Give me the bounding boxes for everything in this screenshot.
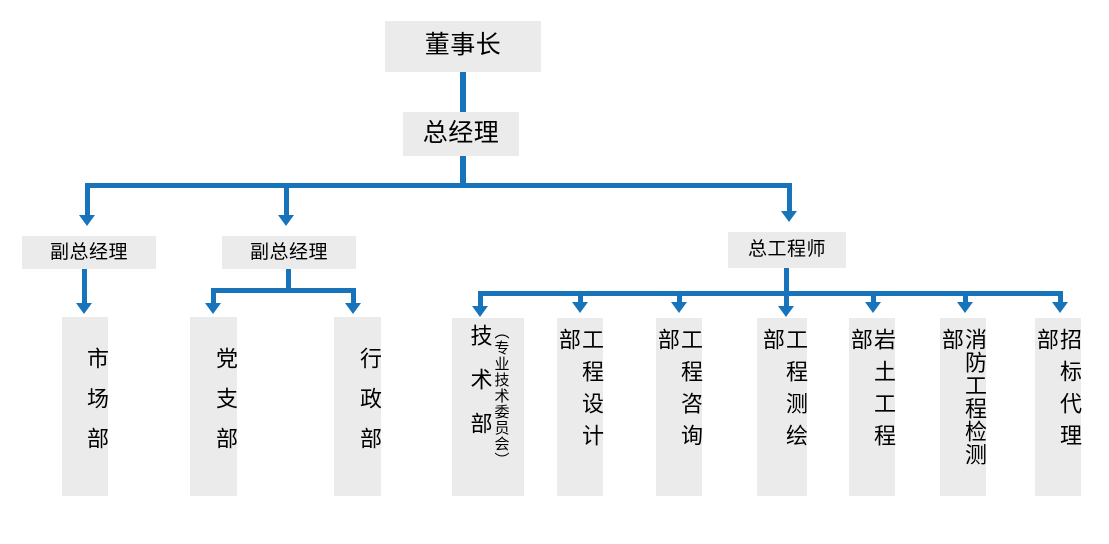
arrowhead-chief-engineer [781, 211, 797, 222]
node-market-dept-label: 市场部 [84, 346, 109, 467]
connector-deputy-gm-2-bus [211, 288, 356, 293]
connector-bus-to-engineering-survey [784, 291, 789, 309]
connector-bus-to-bidding-agency [1058, 291, 1063, 305]
connector-bus-to-deputy-gm-2 [284, 183, 289, 217]
node-engineering-design-dept-label: 工程设计部 [555, 328, 604, 456]
connector-deputy-gm-1-to-market [82, 269, 87, 305]
arrowhead-deputy-gm-1 [79, 215, 95, 226]
connector-bus-to-admin-dept [351, 288, 356, 305]
node-party-branch[interactable]: 党支部 [190, 317, 238, 496]
arrowhead-bidding-agency [1052, 302, 1068, 313]
node-chairman-label: 董事长 [424, 32, 502, 60]
arrowhead-deputy-gm-2 [278, 215, 294, 226]
connector-gm-stem [460, 156, 466, 185]
node-tech-dept-note: （专业技术委员会） [492, 324, 509, 468]
arrowhead-fire-inspection [957, 302, 973, 313]
arrowhead-party-branch [205, 303, 221, 314]
node-engineering-design-dept[interactable]: 工程设计部 [555, 318, 604, 496]
node-deputy-gm-2-label: 副总经理 [249, 241, 328, 263]
arrowhead-engineering-survey [778, 306, 794, 317]
node-engineering-consulting-dept-label: 工程咨询部 [654, 328, 703, 456]
node-party-branch-label: 党支部 [213, 346, 238, 467]
node-fire-inspection-dept-label: 消防工程检测部 [938, 328, 987, 466]
node-geotechnical-dept-label: 岩土工程部 [847, 328, 896, 456]
connector-bus-to-party-branch [211, 288, 216, 305]
connector-bus-to-engineering-design [578, 291, 583, 305]
node-engineering-survey-dept[interactable]: 工程测绘部 [757, 318, 808, 496]
arrowhead-tech-dept [472, 306, 488, 317]
node-chairman[interactable]: 董事长 [385, 21, 541, 72]
connector-bus-to-geotechnical [871, 291, 876, 305]
node-tech-dept[interactable]: （专业技术委员会） 技术部 [452, 318, 524, 496]
arrowhead-engineering-design [572, 302, 588, 313]
node-bidding-agency-dept-label: 招标代理部 [1033, 328, 1082, 456]
connector-chief-engineer-stem [784, 268, 789, 295]
arrowhead-market-dept [76, 303, 92, 314]
arrowhead-geotechnical [865, 302, 881, 313]
node-geotechnical-dept[interactable]: 岩土工程部 [847, 318, 896, 496]
arrowhead-admin-dept [345, 303, 361, 314]
node-general-manager-label: 总经理 [422, 119, 500, 147]
node-admin-dept-label: 行政部 [357, 346, 382, 467]
node-tech-dept-label: 技术部 [467, 324, 493, 456]
connector-level3-bus [85, 183, 792, 188]
connector-chairman-to-gm [460, 72, 466, 113]
node-engineering-consulting-dept[interactable]: 工程咨询部 [654, 318, 703, 496]
connector-bus-to-deputy-gm-1 [85, 183, 90, 217]
node-chief-engineer[interactable]: 总工程师 [728, 232, 846, 268]
connector-deputy-gm-2-stem [286, 269, 291, 291]
connector-bus-to-engineering-consulting [677, 291, 682, 305]
node-fire-inspection-dept[interactable]: 消防工程检测部 [938, 318, 987, 496]
connector-chief-engineer-bus [478, 291, 1062, 296]
node-chief-engineer-label: 总工程师 [747, 239, 826, 261]
node-deputy-gm-1[interactable]: 副总经理 [22, 236, 156, 269]
connector-bus-to-fire-inspection [963, 291, 968, 305]
node-market-dept[interactable]: 市场部 [62, 317, 109, 496]
node-admin-dept[interactable]: 行政部 [334, 317, 382, 496]
connector-bus-to-chief-engineer [787, 183, 792, 213]
node-deputy-gm-2[interactable]: 副总经理 [222, 236, 356, 269]
node-engineering-survey-dept-label: 工程测绘部 [759, 328, 808, 456]
connector-bus-to-tech-dept [478, 291, 483, 309]
node-general-manager[interactable]: 总经理 [403, 112, 519, 156]
node-bidding-agency-dept[interactable]: 招标代理部 [1033, 318, 1082, 496]
node-deputy-gm-1-label: 副总经理 [49, 241, 128, 263]
arrowhead-engineering-consulting [671, 302, 687, 313]
